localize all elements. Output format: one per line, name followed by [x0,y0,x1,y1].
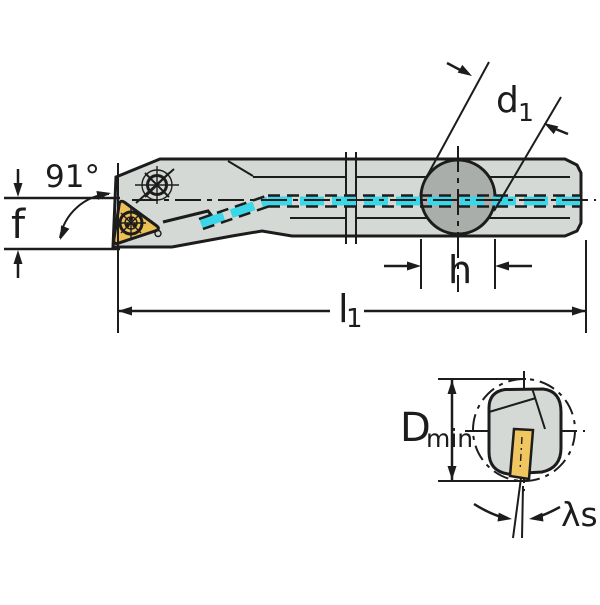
h-label: h [448,248,472,292]
l1-label: l [338,287,349,331]
d1-tangent-right [493,96,562,212]
d1-label: d [496,80,519,121]
dmin-label: D [400,405,431,451]
d1-tangent-left [425,61,490,179]
dimension-lambda: λs [473,495,598,534]
dimension-d1: d 1 [425,61,569,212]
vertical-reference-line [521,485,524,539]
insert-axis-line [512,477,522,539]
dimension-l1: l 1 [117,163,587,334]
clamp-screw-icon [135,166,179,204]
coolant-channel-angled [199,196,270,229]
l1-label-sub: 1 [346,304,363,334]
angle-arrow-bottom [60,225,70,240]
dimension-h: h [384,239,532,292]
dimension-f: f [4,169,120,278]
section-view [465,371,585,539]
section-insert-axis [519,436,523,472]
dimension-dmin: D min [400,378,526,482]
lambda-label: λs [561,495,598,534]
head-neck-edge [227,160,254,177]
dimension-angle: 91° [45,159,111,240]
dmin-label-sub: min [426,424,473,453]
d1-label-sub: 1 [518,98,534,127]
nose-radius-dot [154,229,162,238]
section-pocket-edges [488,387,546,430]
angle-label: 91° [45,159,100,195]
f-label: f [11,202,26,248]
insert-screw-icon [116,208,146,238]
side-view [111,146,596,292]
